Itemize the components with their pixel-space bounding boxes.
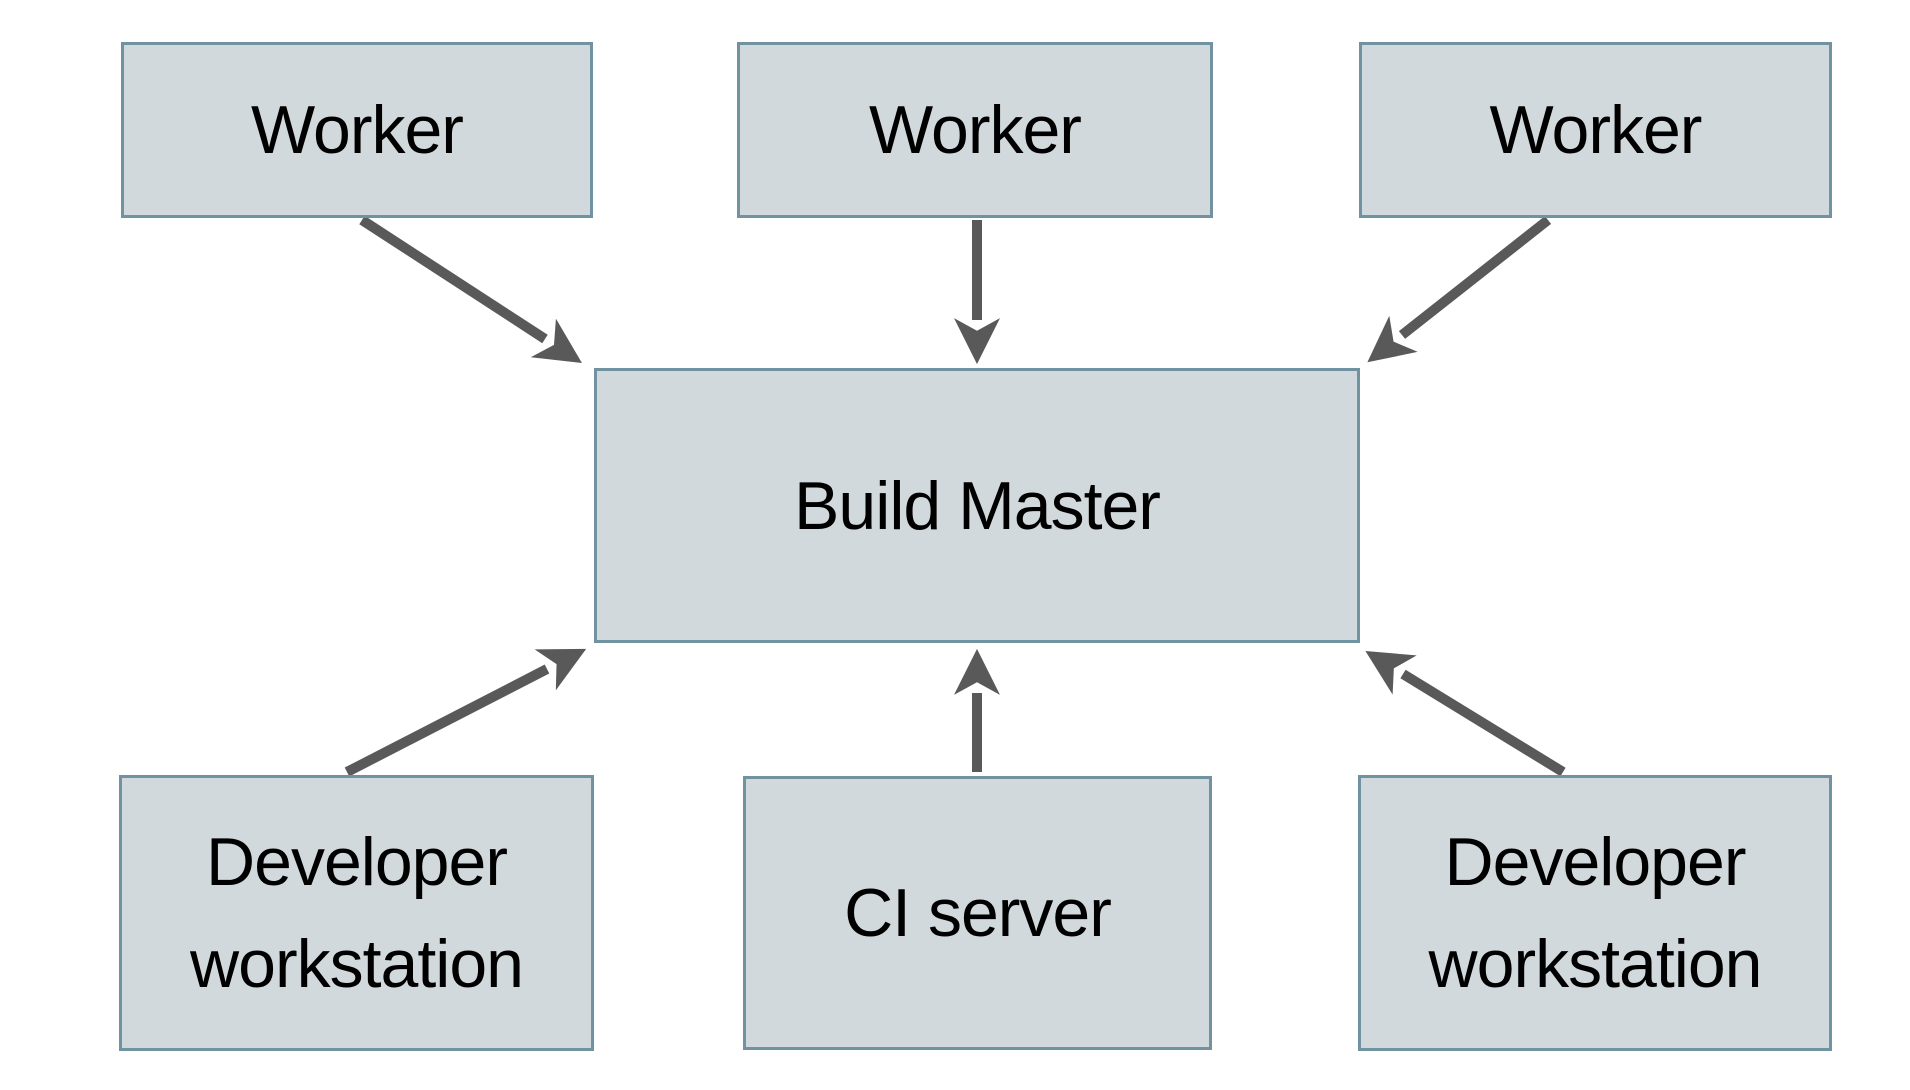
node-build-master: Build Master	[594, 368, 1360, 643]
node-ci-server-label: CI server	[844, 875, 1112, 951]
arrow-dev-right-to-build-master	[1365, 650, 1566, 777]
node-developer-workstation-left-label: Developer workstation	[190, 824, 524, 1002]
node-worker-1: Worker	[121, 42, 593, 218]
arrow-dev-left-to-build-master	[344, 648, 587, 777]
node-worker-3-label: Worker	[1489, 92, 1703, 168]
node-build-master-label: Build Master	[794, 467, 1161, 544]
node-worker-1-label: Worker	[251, 92, 464, 168]
node-worker-3: Worker	[1359, 42, 1832, 218]
node-worker-2: Worker	[737, 42, 1213, 218]
node-developer-workstation-left: Developer workstation	[119, 775, 594, 1051]
node-ci-server: CI server	[743, 776, 1212, 1050]
node-developer-workstation-right: Developer workstation	[1358, 775, 1832, 1051]
arrow-worker3-to-build-master	[1367, 216, 1552, 363]
node-developer-workstation-right-label: Developer workstation	[1428, 824, 1763, 1002]
node-worker-2-label: Worker	[869, 92, 1082, 168]
arrow-worker1-to-build-master	[359, 215, 582, 364]
